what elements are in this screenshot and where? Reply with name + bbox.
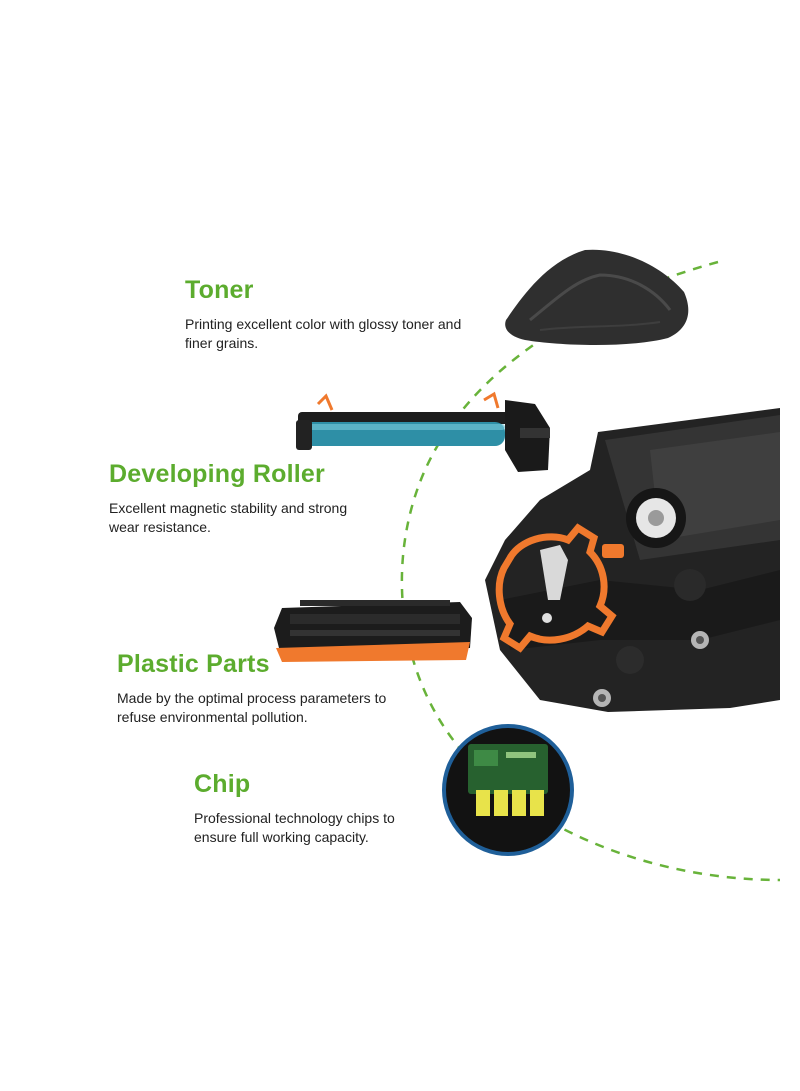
feature-desc-line: wear resistance. <box>109 519 211 535</box>
feature-developing-roller: Developing Roller Excellent magnetic sta… <box>109 460 389 537</box>
feature-title-chip: Chip <box>194 770 251 798</box>
feature-title-developing-roller: Developing Roller <box>109 460 325 488</box>
feature-plastic-parts: Plastic Parts Made by the optimal proces… <box>117 650 417 727</box>
feature-title-toner: Toner <box>185 276 254 304</box>
feature-desc-chip: Professional technology chips to ensure … <box>194 809 424 847</box>
feature-desc-line: Excellent magnetic stability and strong <box>109 500 348 516</box>
feature-desc-line: ensure full working capacity. <box>194 829 369 845</box>
feature-desc-line: Printing excellent color with glossy ton… <box>185 316 462 332</box>
feature-toner: Toner Printing excellent color with glos… <box>185 276 495 353</box>
feature-desc-developing-roller: Excellent magnetic stability and strong … <box>109 499 389 537</box>
chip-icon <box>442 724 574 856</box>
feature-desc-plastic-parts: Made by the optimal process parameters t… <box>117 689 417 727</box>
cartridge-body-illustration <box>485 408 780 712</box>
feature-desc-line: finer grains. <box>185 335 259 351</box>
feature-desc-toner: Printing excellent color with glossy ton… <box>185 315 495 353</box>
feature-desc-line: Professional technology chips to <box>194 810 395 826</box>
toner-powder-icon <box>505 249 689 345</box>
feature-chip: Chip Professional technology chips to en… <box>194 770 424 847</box>
toner-cartridge-icon <box>274 600 472 662</box>
feature-desc-line: Made by the optimal process parameters t… <box>117 690 387 706</box>
feature-title-plastic-parts: Plastic Parts <box>117 650 270 678</box>
feature-desc-line: refuse environmental pollution. <box>117 709 308 725</box>
developing-roller-icon <box>296 391 550 472</box>
